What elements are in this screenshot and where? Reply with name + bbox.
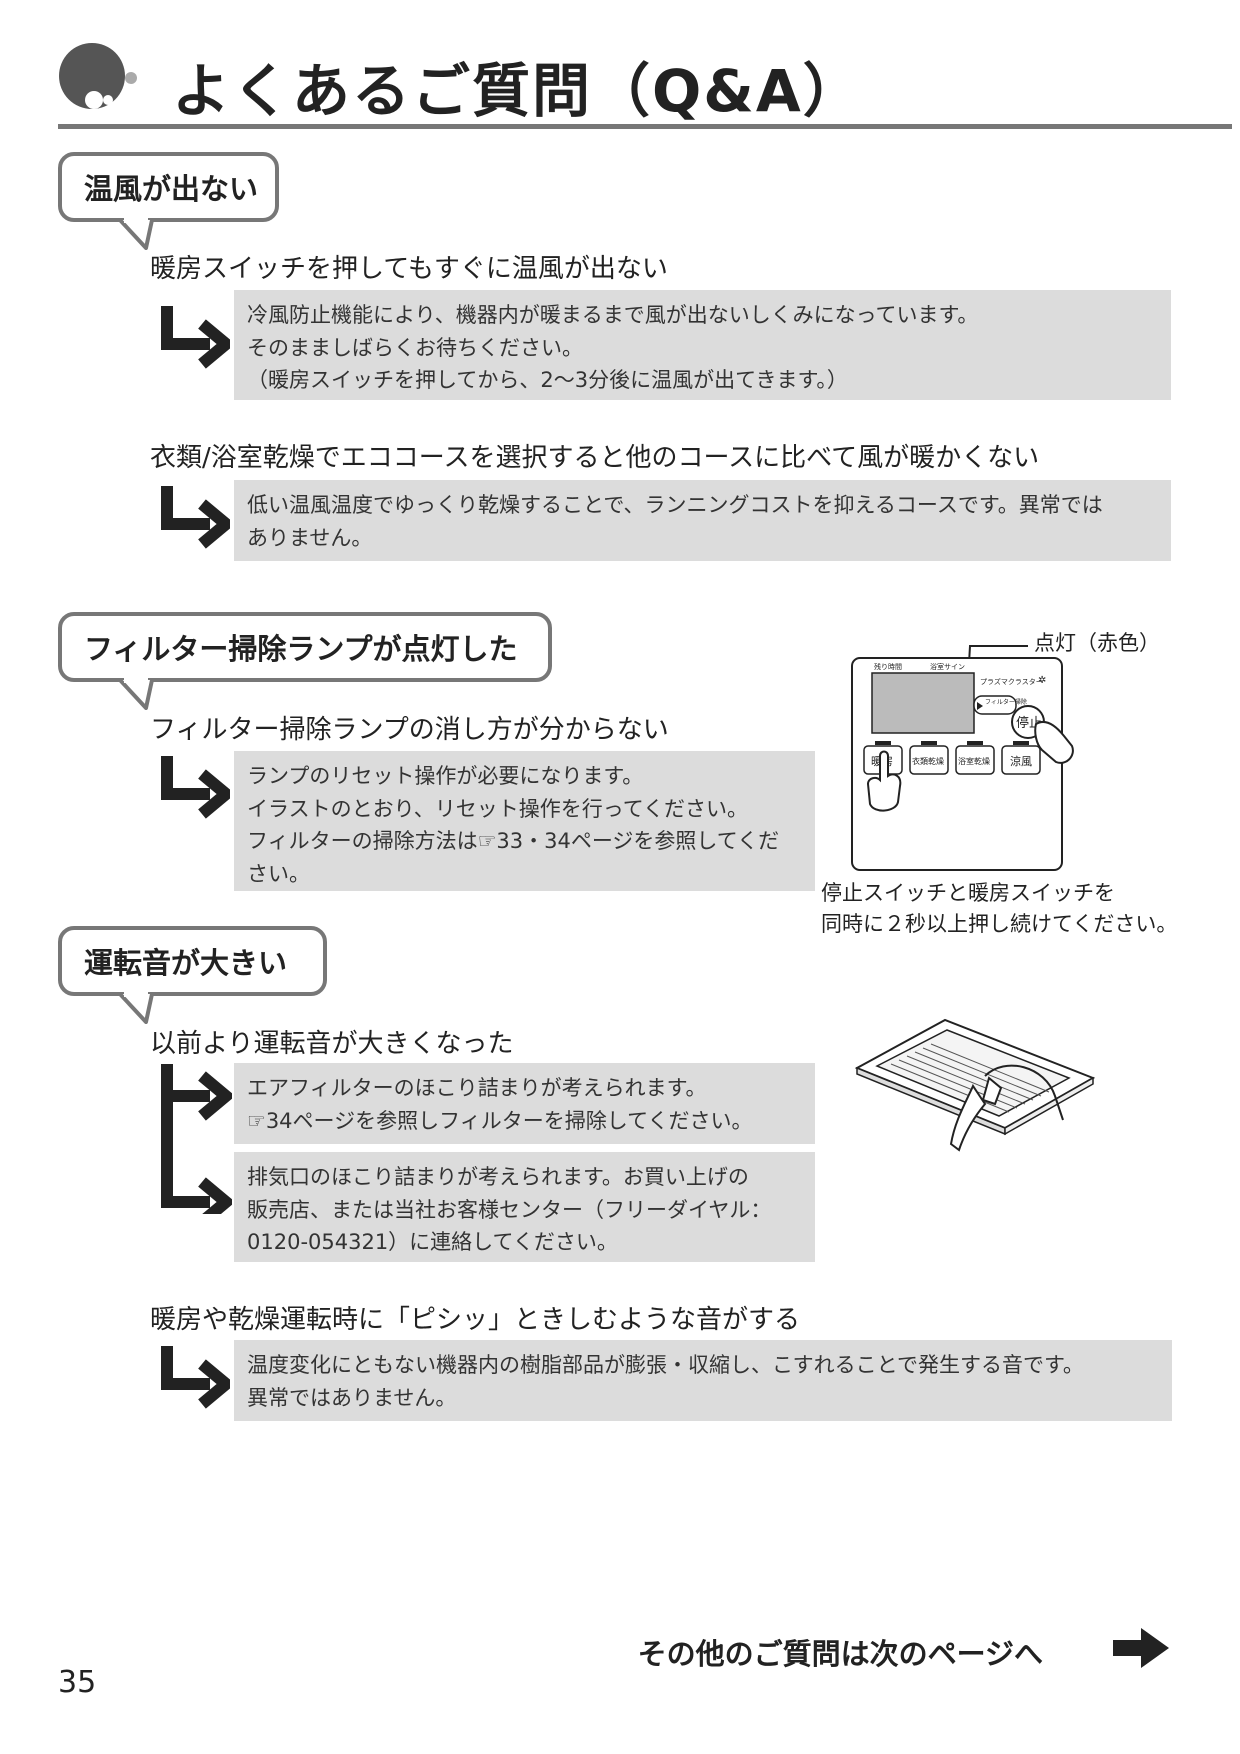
next-page-link[interactable]: その他のご質問は次のページへ bbox=[637, 1637, 1043, 1671]
answer-line: 排気口のほこり詰まりが考えられます。お買い上げの bbox=[247, 1165, 749, 1189]
bubble-tail bbox=[118, 218, 154, 250]
question: 暖房スイッチを押してもすぐに温風が出ない bbox=[150, 254, 668, 284]
section-heading-bubble: 温風が出ない bbox=[58, 152, 279, 222]
answer-arrow-icon bbox=[161, 756, 230, 819]
answer-line: 0120-054321）に連絡してください。 bbox=[247, 1230, 618, 1254]
branch-arrow-icon bbox=[161, 1064, 232, 1214]
sparkle-icon: ✲ bbox=[1038, 675, 1046, 686]
answer-line: 低い温風温度でゆっくり乾燥することで、ランニングコストを抑えるコースです。異常で… bbox=[247, 493, 1103, 517]
hand-icon bbox=[1034, 720, 1074, 764]
answer-line: 温度変化にともない機器内の樹脂部品が膨張・収縮し、こすれることで発生する音です。 bbox=[247, 1353, 1084, 1377]
page-title: よくあるご質問（Q&A） bbox=[172, 57, 863, 125]
answer-arrow-icon bbox=[161, 486, 230, 549]
panel-label: プラズマクラスター bbox=[980, 677, 1043, 686]
mode-button-label: 涼風 bbox=[1010, 754, 1032, 768]
section-heading: 運転音が大きい bbox=[84, 946, 288, 980]
section-heading-bubble: 運転音が大きい bbox=[58, 926, 327, 996]
filter-unit-illustration bbox=[855, 1018, 1095, 1152]
illustration-caption: 停止スイッチと暖房スイッチを 同時に２秒以上押し続けてください。 bbox=[821, 878, 1177, 940]
answer-line: さい。 bbox=[247, 861, 310, 886]
bubble-tail bbox=[118, 678, 154, 710]
answer-box: ランプのリセット操作が必要になります。 イラストのとおり、リセット操作を行ってく… bbox=[234, 751, 815, 891]
answer-arrow-icon bbox=[161, 1346, 230, 1409]
lamp-indicator-icon bbox=[977, 702, 983, 710]
answer-box: 温度変化にともない機器内の樹脂部品が膨張・収縮し、こすれることで発生する音です。… bbox=[234, 1340, 1172, 1421]
section-heading: 温風が出ない bbox=[84, 172, 259, 206]
panel-label: フィルター掃除 bbox=[985, 698, 1027, 706]
question: フィルター掃除ランプの消し方が分からない bbox=[150, 715, 669, 745]
answer-box: 冷風防止機能により、機器内が暖まるまで風が出ないしくみになっています。 そのまま… bbox=[234, 290, 1171, 400]
header-circle-icon bbox=[59, 43, 137, 109]
mode-button-label: 浴室乾燥 bbox=[958, 756, 990, 766]
question: 以前より運転音が大きくなった bbox=[150, 1029, 514, 1059]
answer-line: ランプのリセット操作が必要になります。 bbox=[247, 764, 644, 788]
answer-line: エアフィルターのほこり詰まりが考えられます。 bbox=[247, 1076, 707, 1100]
callout-label: 点灯（赤色） bbox=[1034, 631, 1160, 655]
bubble-tail bbox=[118, 992, 154, 1024]
answer-line: 冷風防止機能により、機器内が暖まるまで風が出ないしくみになっています。 bbox=[247, 303, 979, 327]
panel-label: 浴室サイン bbox=[930, 662, 965, 671]
answer-line: イラストのとおり、リセット操作を行ってください。 bbox=[247, 796, 749, 821]
answer-line: ☞34ページを参照しフィルターを掃除してください。 bbox=[247, 1108, 753, 1133]
answer-box: 低い温風温度でゆっくり乾燥することで、ランニングコストを抑えるコースです。異常で… bbox=[234, 480, 1171, 561]
panel-label: 残り時間 bbox=[874, 662, 902, 671]
hand-icon bbox=[949, 1083, 987, 1152]
answer-line: 異常ではありません。 bbox=[247, 1385, 457, 1410]
question: 暖房や乾燥運転時に「ピシッ」ときしむような音がする bbox=[150, 1305, 801, 1335]
right-arrow-icon[interactable] bbox=[1113, 1628, 1169, 1668]
answer-line: ありません。 bbox=[247, 525, 373, 550]
answer-arrow-icon bbox=[161, 306, 230, 369]
caption-line: 同時に２秒以上押し続けてください。 bbox=[821, 912, 1178, 936]
section-heading-bubble: フィルター掃除ランプが点灯した bbox=[58, 612, 552, 682]
mode-button-label: 衣類乾燥 bbox=[912, 756, 944, 766]
caption-line: 停止スイッチと暖房スイッチを bbox=[821, 881, 1115, 905]
header-rule bbox=[58, 124, 1232, 129]
question: 衣類/浴室乾燥でエココースを選択すると他のコースに比べて風が暖かくない bbox=[150, 443, 1040, 473]
answer-box: 排気口のほこり詰まりが考えられます。お買い上げの 販売店、または当社お客様センタ… bbox=[234, 1152, 815, 1262]
answer-line: そのまましばらくお待ちください。 bbox=[247, 335, 583, 360]
answer-box: エアフィルターのほこり詰まりが考えられます。 ☞34ページを参照しフィルターを掃… bbox=[234, 1063, 815, 1144]
answer-line: 販売店、または当社お客様センター（フリーダイヤル： bbox=[247, 1197, 772, 1222]
answer-line: （暖房スイッチを押してから、2～3分後に温風が出てきます。） bbox=[247, 368, 848, 392]
answer-line: フィルターの掃除方法は☞33・34ページを参照してくだ bbox=[247, 829, 780, 853]
remote-control-illustration: 点灯（赤色） 残り時間 浴室サイン プラズマクラスター ✲ フィルター掃除 停止… bbox=[851, 631, 1160, 871]
page-number: 35 bbox=[58, 1665, 97, 1700]
section-heading: フィルター掃除ランプが点灯した bbox=[84, 632, 518, 666]
hand-icon bbox=[866, 750, 902, 812]
